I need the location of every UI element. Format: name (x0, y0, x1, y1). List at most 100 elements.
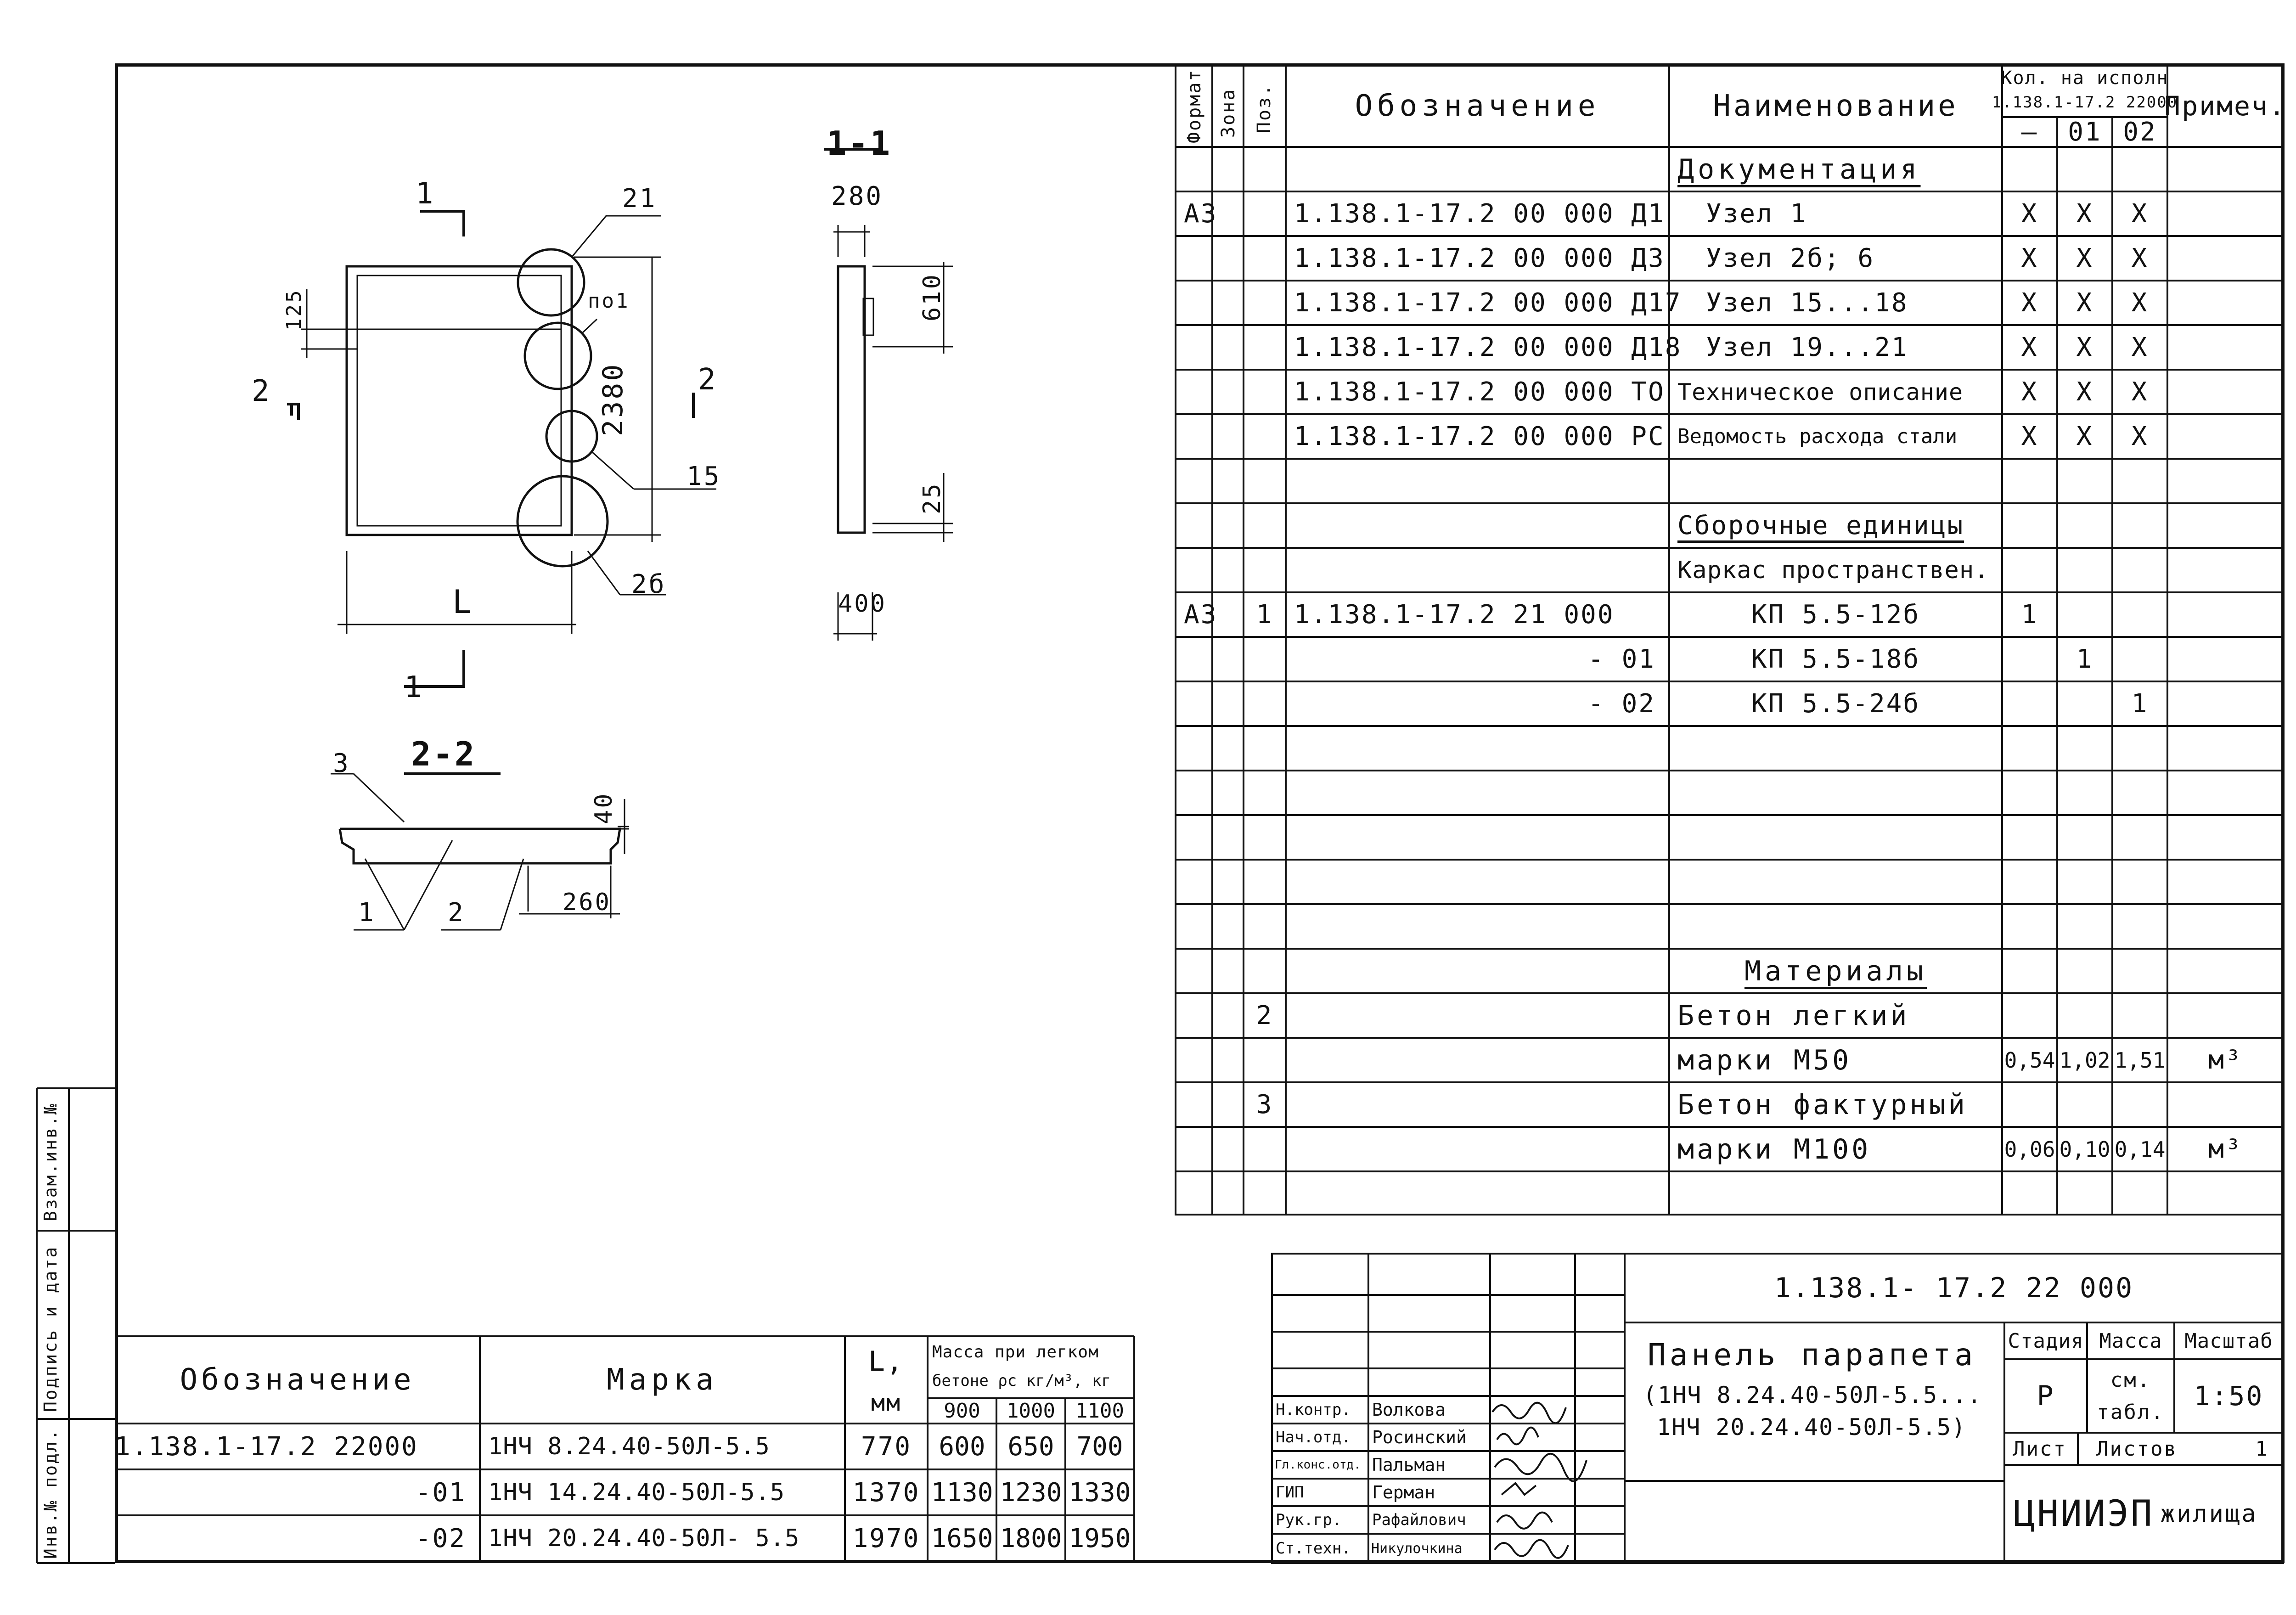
dim-2380: 2380 (597, 362, 629, 437)
marks-header-density: 1000 (1007, 1399, 1055, 1423)
section-1-1-title: 1-1 (827, 124, 892, 163)
marks-header-density: 1100 (1075, 1399, 1124, 1423)
unit-name: КП 5.5-24б (1751, 689, 1920, 719)
marks-header-density: 900 (944, 1399, 980, 1423)
header-note: Примеч. (2164, 90, 2286, 122)
doc-designation: 1.138.1-17.2 00 000 Д1 (1294, 199, 1665, 229)
section-assembly-units: Сборочные единицы (1677, 511, 1964, 540)
callout-15: 15 (687, 461, 721, 491)
header-name: Наименование (1713, 89, 1958, 123)
material-pos: 2 (1256, 1001, 1273, 1030)
callout-21: 21 (622, 184, 657, 214)
material-qty: 0,06 (2004, 1137, 2055, 1162)
stamp-person-name: Пальман (1372, 1455, 1446, 1475)
doc-name: Техническое описание (1677, 378, 1964, 405)
unit-name: КП 5.5-12б (1751, 600, 1920, 630)
marks-mass: 700 (1076, 1431, 1123, 1462)
doc-qty: X (2076, 288, 2093, 318)
leader-3: 3 (333, 748, 350, 778)
marks-header-length: L, (868, 1345, 905, 1378)
material-unit: м³ (2208, 1045, 2242, 1075)
stamp-scale-value: 1:50 (2194, 1380, 2264, 1412)
material-qty: 1,02 (2059, 1047, 2110, 1073)
stamp-person-name: Рафайлович (1372, 1511, 1466, 1529)
stamp-role: Гл.конс.отд. (1275, 1458, 1361, 1472)
doc-qty: X (2076, 377, 2093, 407)
stamp-doc-number: 1.138.1- 17.2 22 000 (1774, 1272, 2134, 1304)
header-qty-col-01: 01 (2068, 117, 2102, 147)
doc-qty: X (2021, 243, 2038, 273)
unit-format: А3 (1184, 600, 1218, 630)
dim-L: L (452, 583, 474, 621)
header-format: Формат (1184, 68, 1205, 144)
doc-qty: X (2131, 199, 2149, 229)
callout-po1: по1 (588, 289, 630, 313)
unit-designation: 1.138.1-17.2 21 000 (1294, 600, 1615, 630)
stamp-role: ГИП (1276, 1483, 1304, 1502)
doc-name: Узел 19...21 (1706, 332, 1908, 362)
stamp-mass-label: Масса (2099, 1329, 2162, 1353)
material-qty: 0,54 (2004, 1047, 2055, 1073)
doc-name: Узел 1 (1706, 199, 1807, 229)
marks-mass: 1950 (1069, 1523, 1131, 1553)
dim-25: 25 (918, 482, 946, 514)
stamp-sheets-value: 1 (2255, 1437, 2269, 1461)
doc-qty: X (2021, 288, 2038, 318)
stamp-mass-value-1: см. (2110, 1368, 2151, 1392)
callout-2b: 2б (631, 569, 666, 599)
leader-2: 2 (448, 898, 465, 928)
section-documentation: Документация (1677, 153, 1921, 186)
doc-designation: 1.138.1-17.2 00 000 Д3 (1294, 243, 1665, 273)
stamp-org: ЦНИИЭП жилища (2004, 1465, 2283, 1563)
marks-designation: 1.138.1-17.2 22000 (115, 1431, 418, 1462)
dim-610: 610 (918, 273, 946, 321)
stamp-title-line3: 1НЧ 20.24.40-50Л-5.5) (1657, 1413, 1967, 1441)
doc-name: Ведомость расхода стали (1677, 425, 1958, 448)
units-subtitle: Каркас пространствен. (1677, 556, 1989, 584)
doc-name: Узел 15...18 (1706, 288, 1908, 318)
doc-designation: 1.138.1-17.2 00 000 Д18 (1294, 332, 1682, 362)
doc-qty: X (2076, 243, 2093, 273)
marks-designation: -01 (415, 1477, 466, 1508)
doc-qty: X (2021, 422, 2038, 451)
leader-1: 1 (358, 898, 376, 928)
material-qty: 0,10 (2059, 1137, 2110, 1162)
marks-mass: 1650 (931, 1523, 993, 1553)
dim-125: 125 (282, 288, 306, 331)
stamp-stage-label: Стадия (2008, 1329, 2084, 1353)
doc-qty: X (2021, 332, 2038, 362)
doc-qty: X (2131, 243, 2149, 273)
dim-40: 40 (590, 792, 618, 824)
material-qty: 0,14 (2114, 1137, 2166, 1162)
doc-designation: 1.138.1-17.2 00 000 РС (1294, 422, 1665, 451)
header-qty-line2: 1.138.1-17.2 22000 (1992, 93, 2178, 112)
stamp-role: Н.контр. (1276, 1401, 1351, 1419)
unit-pos: 1 (1256, 600, 1273, 630)
marks-length: 770 (861, 1431, 912, 1462)
doc-name: Узел 2б; 6 (1706, 243, 1875, 273)
stamp-sheet-label: Лист (2013, 1437, 2067, 1461)
unit-qty: 1 (2131, 689, 2149, 719)
marks-length: 1370 (852, 1477, 920, 1508)
doc-format: А3 (1184, 199, 1218, 229)
marks-mark: 1НЧ 8.24.40-50Л-5.5 (488, 1433, 770, 1460)
doc-qty: X (2076, 422, 2093, 451)
material-qty: 1,51 (2114, 1047, 2166, 1073)
stamp-org-name: ЦНИИЭП (2014, 1493, 2154, 1535)
header-qty-line1: Кол. на исполн (2001, 67, 2169, 89)
marks-length: 1970 (852, 1523, 920, 1553)
material-name: марки М100 (1677, 1133, 1871, 1165)
doc-qty: X (2131, 288, 2149, 318)
marks-mass: 1330 (1069, 1477, 1131, 1508)
header-qty-col-base: — (2021, 117, 2038, 147)
material-name: марки М50 (1677, 1044, 1852, 1076)
marks-mark: 1НЧ 20.24.40-50Л- 5.5 (488, 1525, 800, 1552)
material-unit: м³ (2208, 1134, 2242, 1164)
doc-designation: 1.138.1-17.2 00 000 ТО (1294, 377, 1665, 407)
header-designation: Обозначение (1355, 89, 1600, 123)
header-qty-col-02: 02 (2123, 117, 2157, 147)
marks-mass: 650 (1007, 1431, 1054, 1462)
doc-qty: X (2076, 199, 2093, 229)
marks-mass: 1800 (1000, 1523, 1062, 1553)
cut-mark-1-top: 1 (416, 177, 435, 211)
